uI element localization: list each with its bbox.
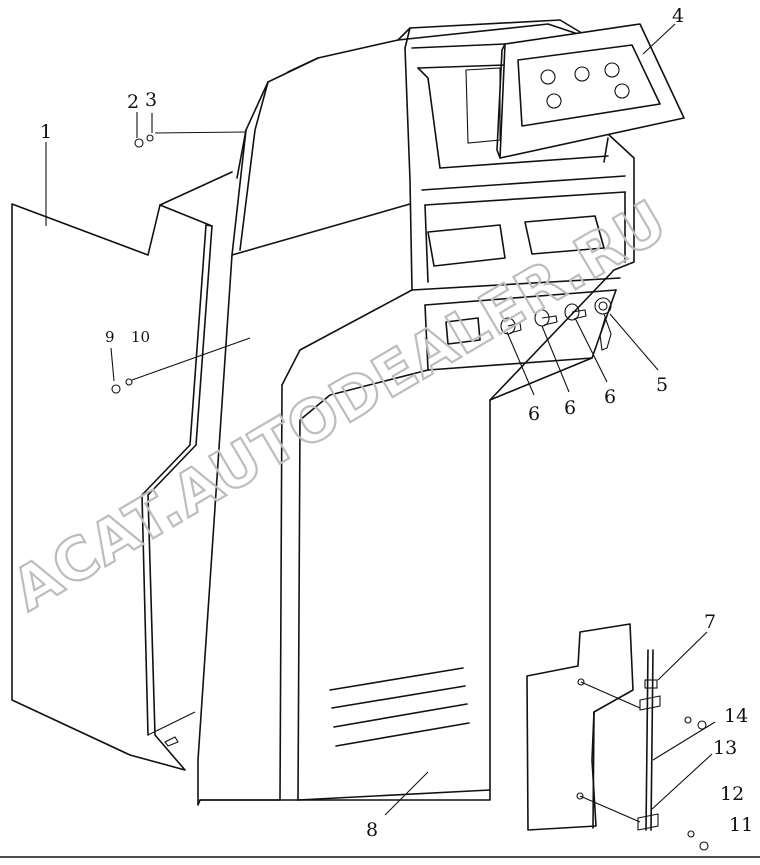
- console-housing: [197, 19, 635, 806]
- callout-8: 8: [366, 819, 378, 841]
- callout-14: 14: [724, 705, 748, 727]
- callout-11: 11: [729, 814, 753, 836]
- callout-7: 7: [704, 611, 716, 633]
- fasteners-left: [111, 134, 154, 394]
- callout-9: 9: [105, 328, 115, 346]
- callout-labels: 1 2 3 4 9 10 6 6 6 5 7 14 13 12 11 8: [40, 5, 753, 841]
- latch-detail: [526, 623, 709, 851]
- callout-4: 4: [672, 5, 684, 27]
- callout-5: 5: [656, 374, 668, 396]
- leader-lines: [45, 23, 716, 816]
- callout-13: 13: [713, 737, 737, 759]
- callout-10: 10: [131, 328, 150, 346]
- callout-3: 3: [145, 89, 157, 111]
- callout-6-second: 6: [564, 397, 576, 419]
- side-panel: [11, 171, 233, 771]
- callout-6-first: 6: [528, 403, 540, 425]
- callout-1: 1: [40, 121, 52, 143]
- callout-12: 12: [720, 783, 744, 805]
- gauge-board: [496, 23, 685, 159]
- callout-2: 2: [127, 91, 139, 113]
- callout-6-third: 6: [604, 386, 616, 408]
